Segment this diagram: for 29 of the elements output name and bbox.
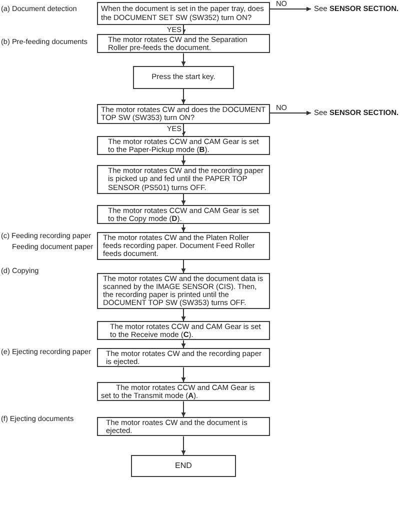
end-box xyxy=(131,455,236,477)
process-box xyxy=(97,382,270,402)
arrow xyxy=(181,24,186,34)
arrow xyxy=(181,259,186,274)
arrow xyxy=(181,124,186,136)
process-box xyxy=(97,205,270,224)
arrow xyxy=(181,400,186,418)
arrow xyxy=(181,436,186,456)
process-box xyxy=(97,165,270,194)
process-box xyxy=(97,321,270,340)
process-box xyxy=(133,66,234,89)
arrow xyxy=(181,308,186,322)
arrow xyxy=(270,110,312,116)
arrow xyxy=(181,194,186,206)
arrow xyxy=(181,366,186,382)
process-box xyxy=(97,417,270,436)
process-box xyxy=(97,136,270,156)
arrow xyxy=(181,340,186,348)
arrow xyxy=(181,88,186,104)
arrow xyxy=(181,52,186,66)
end-text: END xyxy=(174,461,193,471)
arrow xyxy=(181,224,186,232)
arrow xyxy=(270,6,312,12)
decision-box xyxy=(97,104,270,124)
arrow xyxy=(181,154,186,166)
decision-box xyxy=(97,2,270,25)
process-box xyxy=(97,232,270,260)
process-box xyxy=(97,34,270,54)
process-box xyxy=(97,348,270,368)
